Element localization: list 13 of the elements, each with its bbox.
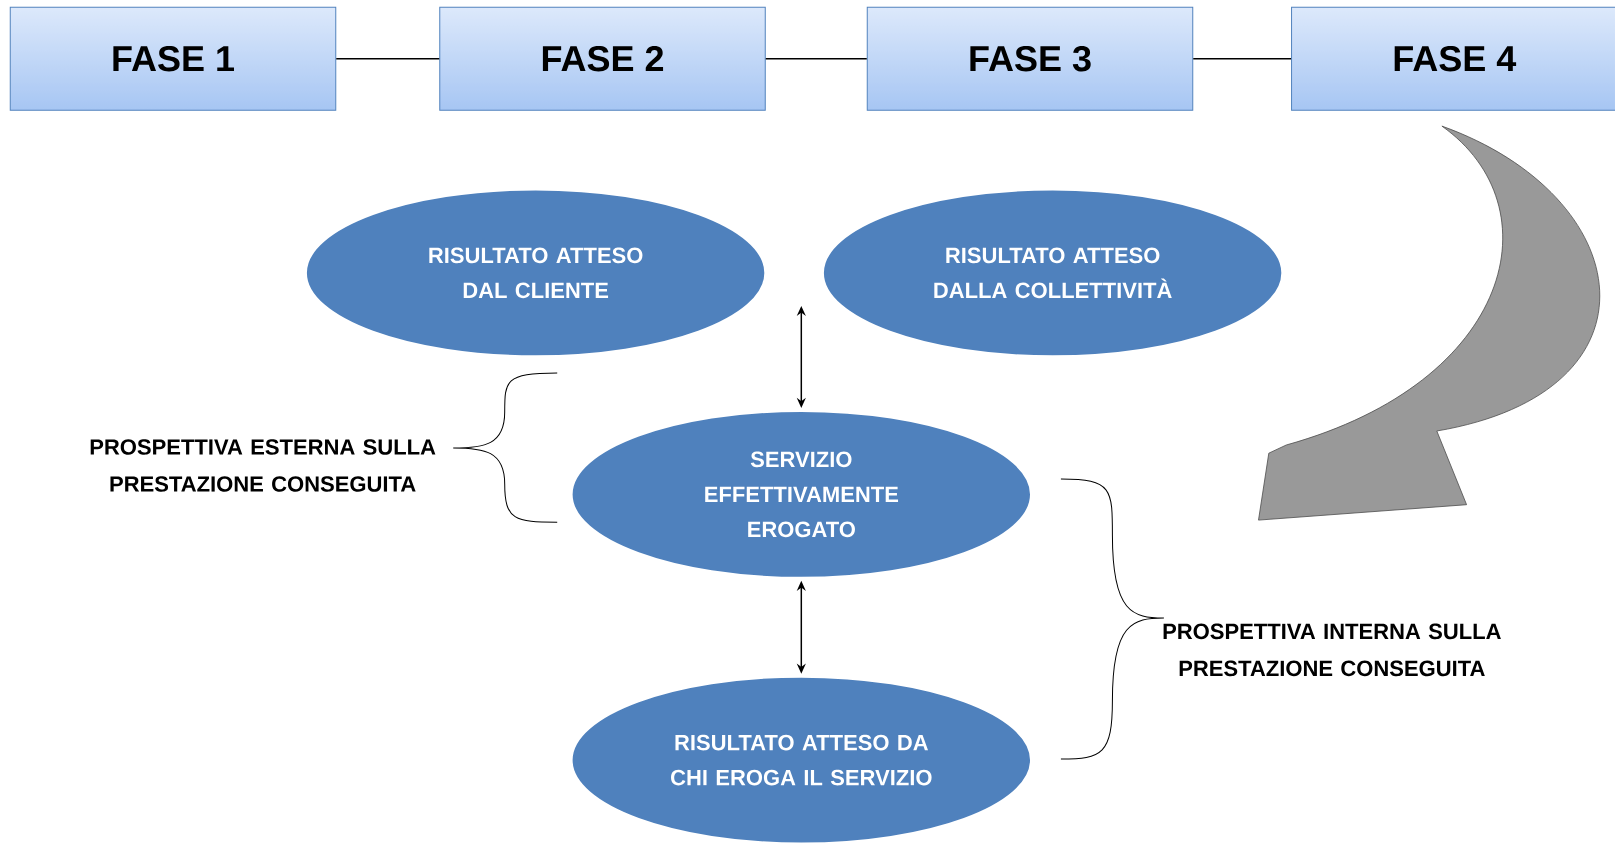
connector-line bbox=[335, 57, 440, 60]
phase-box: FASE 4 bbox=[1291, 6, 1615, 111]
ellipse-node: RISULTATO ATTESO DAL CLIENTE bbox=[302, 186, 769, 360]
ellipse-node: SERVIZIO EFFETTIVAMENTE EROGATO bbox=[568, 407, 1034, 581]
phase-box: FASE 1 bbox=[9, 6, 337, 111]
ellipse-node: RISULTATO ATTESO DALLA COLLETTIVITÀ bbox=[819, 186, 1286, 360]
bracket-label: PROSPETTIVA ESTERNA SULLA PRESTAZIONE CONSEGUITA bbox=[90, 439, 436, 492]
connector-line bbox=[765, 57, 868, 60]
ellipse-node: RISULTATO ATTESO DA CHI EROGA IL SERVIZIO bbox=[568, 673, 1034, 847]
connector-line bbox=[1192, 57, 1292, 60]
phase-box: FASE 2 bbox=[439, 6, 766, 111]
bracket-label: PROSPETTIVA INTERNA SULLA PRESTAZIONE CONSEGUITA bbox=[1163, 623, 1501, 677]
phase-box: FASE 3 bbox=[866, 6, 1194, 111]
